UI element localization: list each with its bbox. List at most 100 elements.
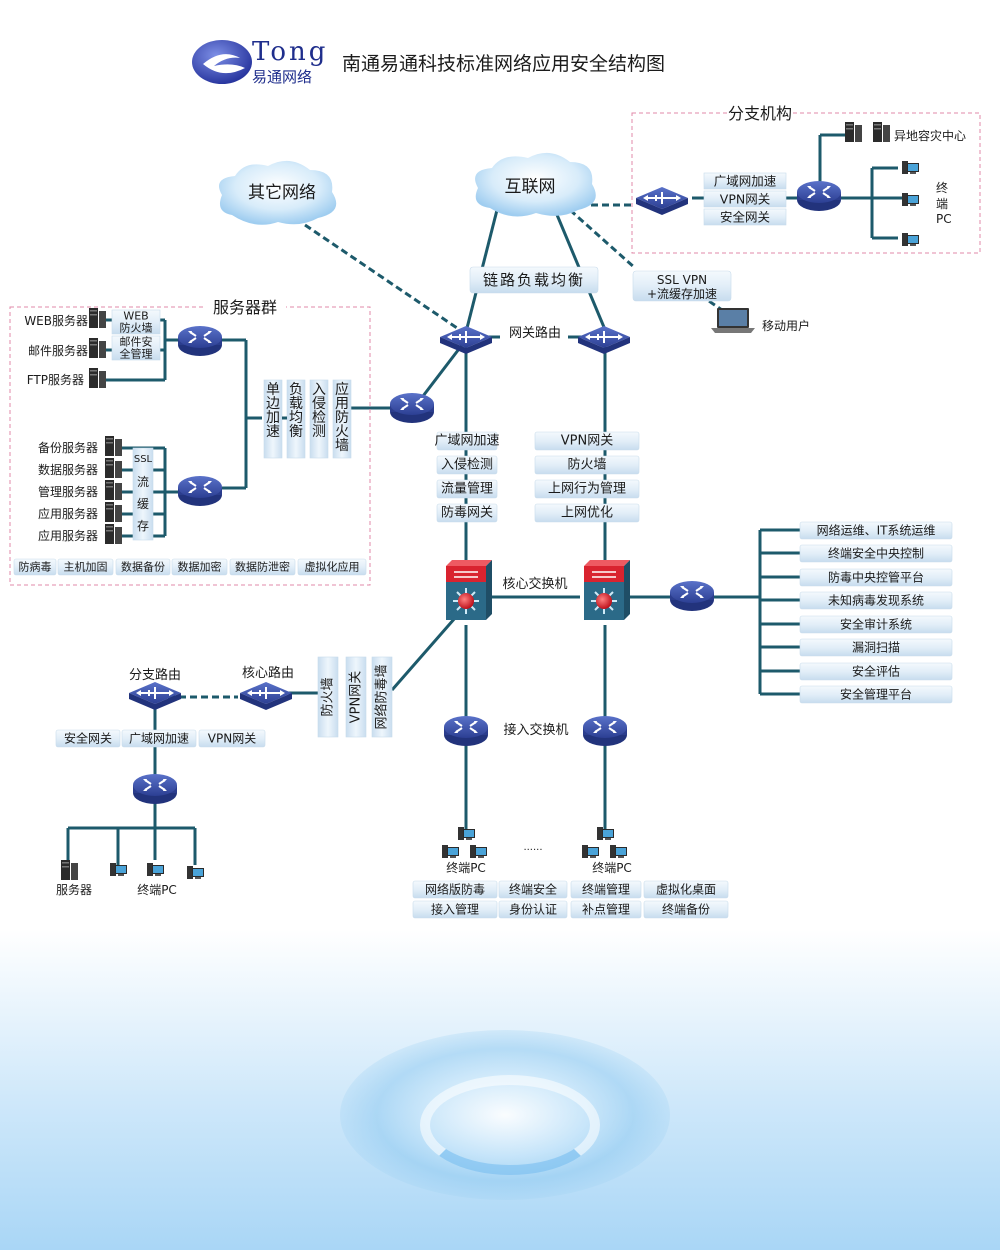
right-chain-service-label: 上网行为管理 (548, 482, 626, 497)
branch-routing-service-label: 广域网加速 (129, 732, 189, 746)
management-service: 终端安全中央控制 (799, 544, 953, 563)
server-farm-service-char: 应 (335, 381, 349, 398)
ssl-vpn-box[interactable]: SSL VPN +流缓存加速 (632, 270, 732, 302)
branch-switch-icon[interactable] (796, 180, 842, 212)
branch-routing-service-label: VPN网关 (208, 732, 256, 746)
server-farm-service-char: 侵 (312, 395, 326, 412)
branch-routing-vertical-service-label: 防火墙 (320, 677, 336, 716)
server-group-1-services: WEB 防火墙 邮件安 全管理 (111, 310, 161, 361)
service-web-firewall: WEB 防火墙 (111, 310, 161, 335)
branch-office-title: 分支机构 (728, 104, 792, 123)
server-icon (89, 308, 106, 328)
cloud-other-network[interactable]: 其它网络 (218, 160, 337, 225)
ssl-cache-label: 流 (137, 475, 149, 489)
branch-office-region (631, 112, 981, 254)
cloud-internet[interactable]: 互联网 (475, 152, 596, 217)
branch-terminal-label: PC (936, 212, 952, 226)
server-label: 应用服务器 (38, 506, 98, 521)
logo: Tong 易通网络 (192, 37, 325, 86)
right-chain-service: 上网行为管理 (534, 479, 640, 499)
server-icon (89, 338, 106, 358)
cloud-internet-label: 互联网 (505, 177, 556, 197)
core-switch-right-icon[interactable] (583, 559, 631, 621)
access-service: 终端管理 (570, 880, 642, 899)
management-switch-icon[interactable] (669, 580, 715, 612)
cloud-icon (475, 152, 596, 217)
server-farm-title-bg (204, 298, 286, 316)
management-services: 网络运维、IT系统运维终端安全中央控制防毒中央控管平台未知病毒发现系统安全审计系… (799, 521, 953, 704)
gateway-router-right-icon[interactable] (577, 325, 631, 355)
access-terminal-right-label: 终端PC (592, 860, 632, 875)
branch-routing-service: 安全网关 (55, 729, 121, 748)
branch-gateway-router-icon[interactable] (635, 186, 689, 216)
gateway-router-left-icon[interactable] (439, 325, 493, 355)
page-title: 南通易通科技标准网络应用安全结构图 (342, 53, 665, 75)
server-icon (105, 524, 122, 544)
server-farm-bottom-service-label: 数据加密 (178, 560, 222, 574)
svg-text:安全网关: 安全网关 (720, 210, 770, 225)
branch-switch-icon[interactable] (132, 773, 178, 805)
branch-routing-vertical-service: 网络防毒墙 (371, 656, 393, 738)
server-icon (105, 480, 122, 500)
mobile-user-label: 移动用户 (762, 318, 810, 333)
branch-office-title-bg (730, 104, 790, 122)
server-switch-2-icon[interactable] (177, 475, 223, 507)
access-service-label: 终端备份 (662, 902, 710, 917)
server-farm-bottom-service: 主机加固 (57, 558, 114, 576)
management-service: 漏洞扫描 (799, 638, 953, 657)
server-farm-service-char: 入 (312, 382, 326, 398)
right-chain-service: 防火墙 (534, 455, 640, 475)
server-farm-service-char: 载 (289, 396, 303, 412)
server-farm-service-char: 用 (335, 396, 349, 412)
server-farm-core-switch-icon[interactable] (389, 392, 435, 424)
core-router-icon[interactable] (239, 681, 293, 711)
access-service: 终端备份 (643, 900, 729, 919)
dr-server-icon (873, 122, 890, 142)
management-service-label: 安全评估 (852, 664, 900, 679)
server-switch-1-icon[interactable] (177, 325, 223, 357)
access-service: 网络版防毒 (412, 880, 498, 899)
pc-icon (610, 845, 627, 858)
server-farm-service-char: 加 (266, 410, 280, 426)
svg-text:VPN网关: VPN网关 (720, 192, 770, 207)
branch-service: 安全网关 (703, 208, 787, 226)
management-service-label: 未知病毒发现系统 (828, 593, 924, 608)
management-service-label: 安全管理平台 (840, 687, 912, 702)
branch-pc-icon (902, 161, 919, 174)
management-service-label: 防毒中央控管平台 (828, 570, 924, 585)
left-chain-service-label: 防毒网关 (441, 505, 493, 521)
server-group-2: 备份服务器 数据服务器 管理服务器 应用服务器 应用服务器 (38, 436, 122, 544)
left-chain-service: 防毒网关 (436, 503, 498, 523)
access-switch-left-icon[interactable] (443, 715, 489, 747)
pc-icon (442, 845, 459, 858)
server-farm-service-char: 衡 (289, 424, 303, 440)
server-farm-title: 服务器群 (213, 298, 277, 317)
branch-routing-vertical-service: 防火墙 (317, 656, 339, 738)
server-farm-bottom-service: 数据加密 (171, 558, 228, 576)
management-service: 网络运维、IT系统运维 (799, 521, 953, 540)
server-farm-service-char: 均 (289, 410, 303, 426)
branch-routing-vertical-services: 防火墙 VPN网关网络防毒墙 (317, 656, 393, 738)
branch-service: VPN网关 (703, 190, 787, 208)
access-switch-right-icon[interactable] (582, 715, 628, 747)
server-farm-bottom-service-label: 数据备份 (121, 560, 165, 574)
access-service-label: 身份认证 (509, 902, 557, 917)
branch-routing-vertical-service: VPN网关 (345, 656, 367, 738)
logo-subtitle: 易通网络 (252, 68, 312, 86)
core-switch-left-icon[interactable] (445, 559, 493, 621)
branch-router-icon[interactable] (128, 681, 182, 711)
right-chain-service-label: 上网优化 (561, 506, 613, 521)
management-service: 安全评估 (799, 662, 953, 681)
svg-text:广域网加速: 广域网加速 (714, 174, 777, 189)
access-service: 补点管理 (570, 900, 642, 919)
management-service: 安全审计系统 (799, 615, 953, 634)
logo-globe-icon (192, 40, 252, 84)
management-service-label: 终端安全中央控制 (828, 546, 924, 561)
core-router-label: 核心路由 (242, 665, 294, 681)
link-balance-box[interactable]: 链路负载均衡 (469, 266, 599, 294)
server-farm-service-char: 墙 (335, 438, 349, 454)
right-chain-service: VPN网关 (534, 431, 640, 451)
